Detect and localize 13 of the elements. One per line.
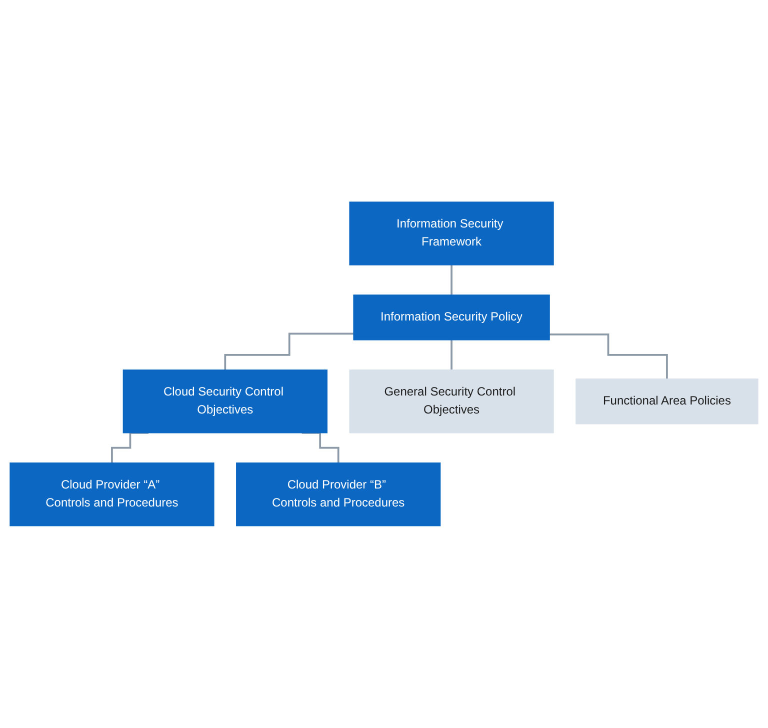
connector: [450, 339, 452, 371]
connector: [224, 332, 354, 371]
node-box: Cloud Provider “A” Controls and Procedures: [10, 462, 214, 526]
connector: [450, 264, 452, 296]
connector: [550, 334, 668, 380]
node-box: Information Security Policy: [353, 294, 550, 340]
node-box: Cloud Provider “B” Controls and Procedures: [236, 462, 441, 526]
node-box: General Security Control Objectives: [349, 370, 554, 434]
node-box: Functional Area Policies: [576, 378, 758, 424]
node-box: Information Security Framework: [349, 202, 554, 266]
node-box: Cloud Security Control Objectives: [122, 370, 328, 434]
connector: [111, 432, 148, 464]
connector: [302, 432, 340, 464]
